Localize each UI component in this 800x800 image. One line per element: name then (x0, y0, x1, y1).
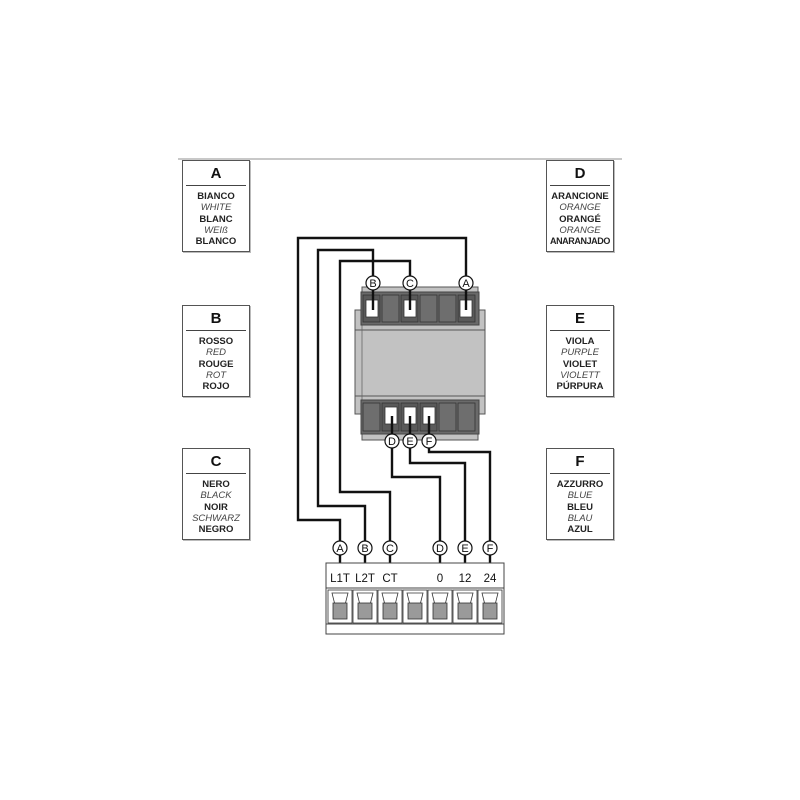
terminal-label-l2t: L2T (355, 573, 375, 585)
terminal-block: L1T L2T CT 0 12 24 (325, 562, 505, 635)
svg-text:B: B (369, 278, 376, 290)
legend-box-b: B ROSSO RED ROUGE ROT ROJO (182, 305, 250, 398)
color-name-de: ROT (205, 369, 227, 381)
terminal-label-24: 24 (484, 573, 497, 585)
color-name-it: VIOLA (565, 336, 595, 347)
legend-letter: B (186, 306, 246, 331)
pin-marker-b: B (365, 275, 381, 291)
pin-marker-f: F (421, 433, 437, 449)
module-top-pin-markers: B C A (365, 275, 474, 291)
terminal-label-l1t: L1T (330, 573, 350, 585)
color-name-de: VIOLETT (560, 369, 600, 381)
legend-letter: C (186, 449, 246, 474)
bottom-terminal-cells (362, 402, 476, 432)
terminal-cells (327, 589, 503, 624)
wire-c (338, 259, 412, 542)
legend-letter: D (550, 161, 610, 186)
color-name-en: WHITE (200, 202, 232, 214)
svg-text:F: F (487, 543, 494, 555)
color-name-es: ANARANJADO (549, 236, 610, 247)
color-name-it: BIANCO (197, 191, 235, 202)
color-name-fr: VIOLET (562, 358, 598, 370)
pin-marker-c: C (402, 275, 418, 291)
wire-a (296, 236, 468, 542)
color-name-it: AZZURRO (556, 479, 604, 490)
svg-text:A: A (336, 543, 344, 555)
color-name-en: RED (205, 347, 227, 359)
color-name-es: ROJO (202, 381, 230, 393)
legend-letter: E (550, 306, 610, 331)
legend-letter: A (186, 161, 246, 186)
svg-text:A: A (462, 278, 470, 290)
color-name-en: PURPLE (560, 347, 599, 359)
legend-box-c: C NERO BLACK NOIR SCHWARZ NEGRO (182, 448, 250, 541)
terminal-marker-d: D (432, 540, 448, 556)
terminal-marker-f: F (482, 540, 498, 556)
color-name-en: BLUE (567, 490, 593, 502)
terminal-pin-markers: A B C D E F (332, 540, 498, 556)
color-name-es: AZUL (567, 524, 593, 536)
terminal-marker-a: A (332, 540, 348, 556)
pin-marker-d: D (384, 433, 400, 449)
pin-marker-a: A (458, 275, 474, 291)
top-rule (178, 158, 622, 160)
color-name-fr: BLEU (567, 501, 593, 513)
svg-text:B: B (361, 543, 368, 555)
module-bottom-pin-markers: D E F (384, 433, 437, 449)
terminal-marker-c: C (382, 540, 398, 556)
color-name-it: ARANCIONE (551, 191, 609, 202)
legend-box-e: E VIOLA PURPLE VIOLET VIOLETT PÚRPURA (546, 305, 614, 398)
color-name-it: NERO (202, 479, 230, 490)
color-name-es: PÚRPURA (556, 381, 604, 393)
legend-box-f: F AZZURRO BLUE BLEU BLAU AZUL (546, 448, 614, 541)
color-name-es: NEGRO (198, 524, 234, 536)
color-name-en: BLACK (200, 490, 232, 502)
terminal-label-0: 0 (437, 573, 443, 585)
svg-text:C: C (406, 278, 414, 290)
color-name-fr: ORANGÉ (559, 213, 601, 225)
color-name-it: ROSSO (198, 336, 234, 347)
terminal-label-12: 12 (459, 573, 472, 585)
svg-text:E: E (461, 543, 468, 555)
legend-letter: F (550, 449, 610, 474)
color-name-fr: ROUGE (198, 358, 234, 370)
svg-text:E: E (406, 436, 413, 448)
terminal-marker-e: E (457, 540, 473, 556)
legend-box-d: D ARANCIONE ORANGE ORANGÉ ORANGE ANARANJ… (546, 160, 614, 253)
color-name-fr: NOIR (204, 501, 228, 513)
color-name-es: BLANCO (195, 236, 237, 248)
color-name-en: ORANGE (559, 202, 601, 214)
svg-text:C: C (386, 543, 394, 555)
legend-box-a: A BIANCO WHITE BLANC WEIß BLANCO (182, 160, 250, 253)
color-name-de: WEIß (204, 224, 228, 236)
color-name-de: SCHWARZ (192, 512, 240, 524)
color-name-de: BLAU (567, 512, 593, 524)
color-name-fr: BLANC (199, 213, 233, 225)
color-name-de: ORANGE (559, 224, 601, 236)
pin-marker-e: E (402, 433, 418, 449)
svg-text:D: D (388, 436, 396, 448)
terminal-label-ct: CT (382, 573, 397, 585)
terminal-marker-b: B (357, 540, 373, 556)
svg-text:D: D (436, 543, 444, 555)
svg-text:F: F (426, 436, 433, 448)
